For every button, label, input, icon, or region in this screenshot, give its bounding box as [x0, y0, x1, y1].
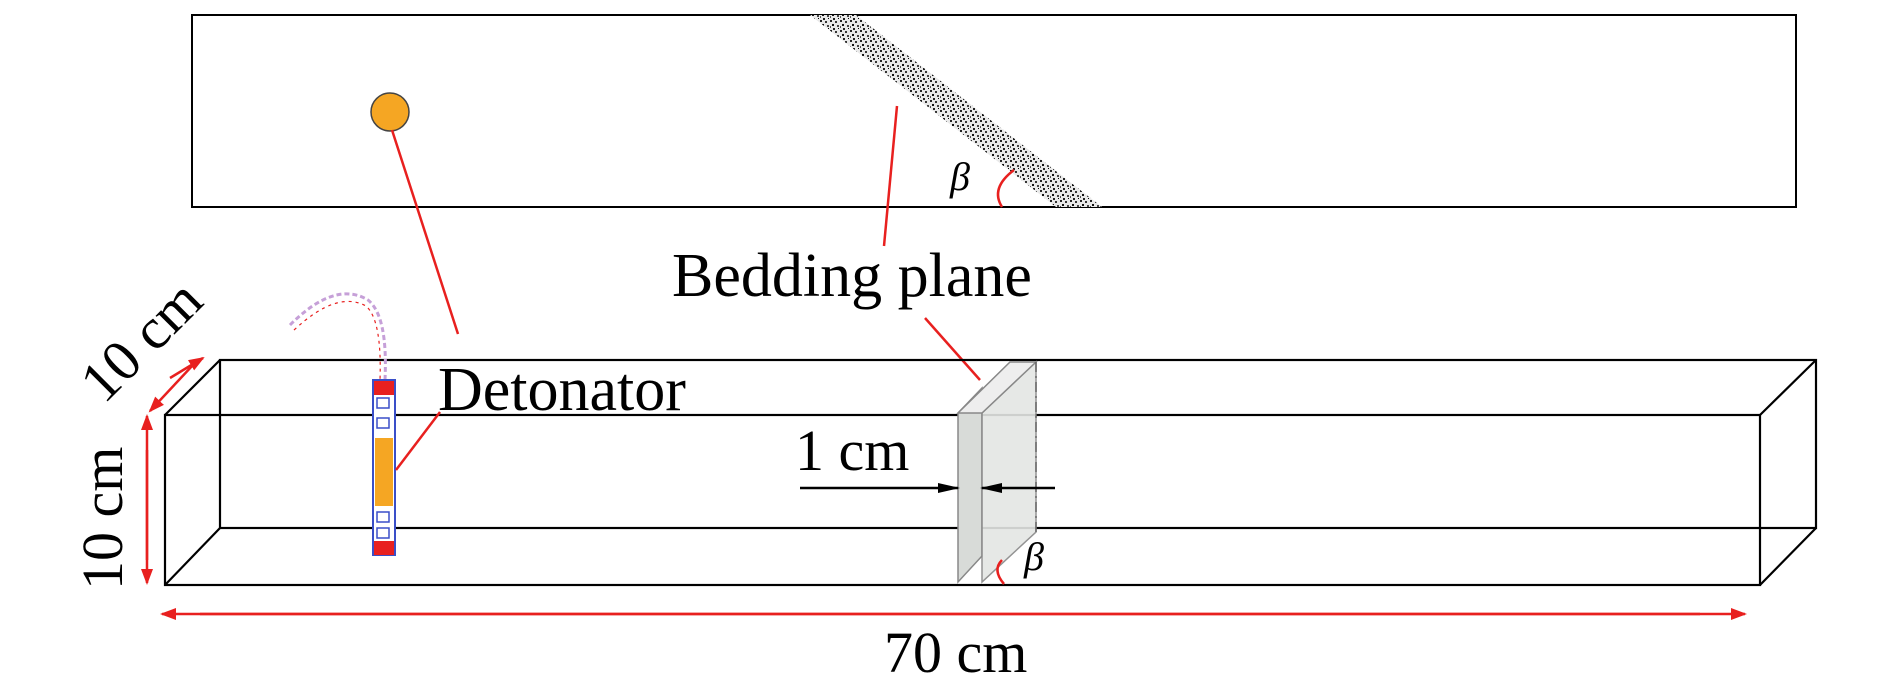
bedding-plane-leader	[924, 317, 981, 381]
charge-assembly	[372, 379, 396, 556]
top-view-box	[191, 14, 1797, 208]
box-angle-arc	[996, 559, 1005, 585]
top-view-charge-leader	[390, 129, 460, 335]
height-label: 10 cm	[70, 447, 135, 590]
length-label: 70 cm	[884, 620, 1027, 685]
detonator-label: Detonator	[438, 356, 686, 424]
thickness-label: 1 cm	[795, 418, 909, 483]
detonator-wire-inner	[293, 300, 381, 381]
detonator-leader	[395, 411, 441, 471]
top-view-charge-hole	[370, 92, 410, 132]
top-view-angle-arc	[996, 169, 1015, 208]
box-angle-label: β	[1023, 534, 1044, 579]
width-arrow-back	[148, 365, 193, 413]
width-arrow	[169, 356, 205, 380]
bedding-plane-label: Bedding plane	[672, 242, 1032, 310]
width-label: 10 cm	[67, 267, 214, 414]
top-view-bedding-leader	[882, 105, 899, 247]
top-view-angle-label: β	[949, 154, 970, 199]
detonator-wire	[288, 292, 387, 381]
top-view-bedding-band	[810, 15, 1102, 207]
bedding-plane-slabs	[956, 360, 1038, 584]
